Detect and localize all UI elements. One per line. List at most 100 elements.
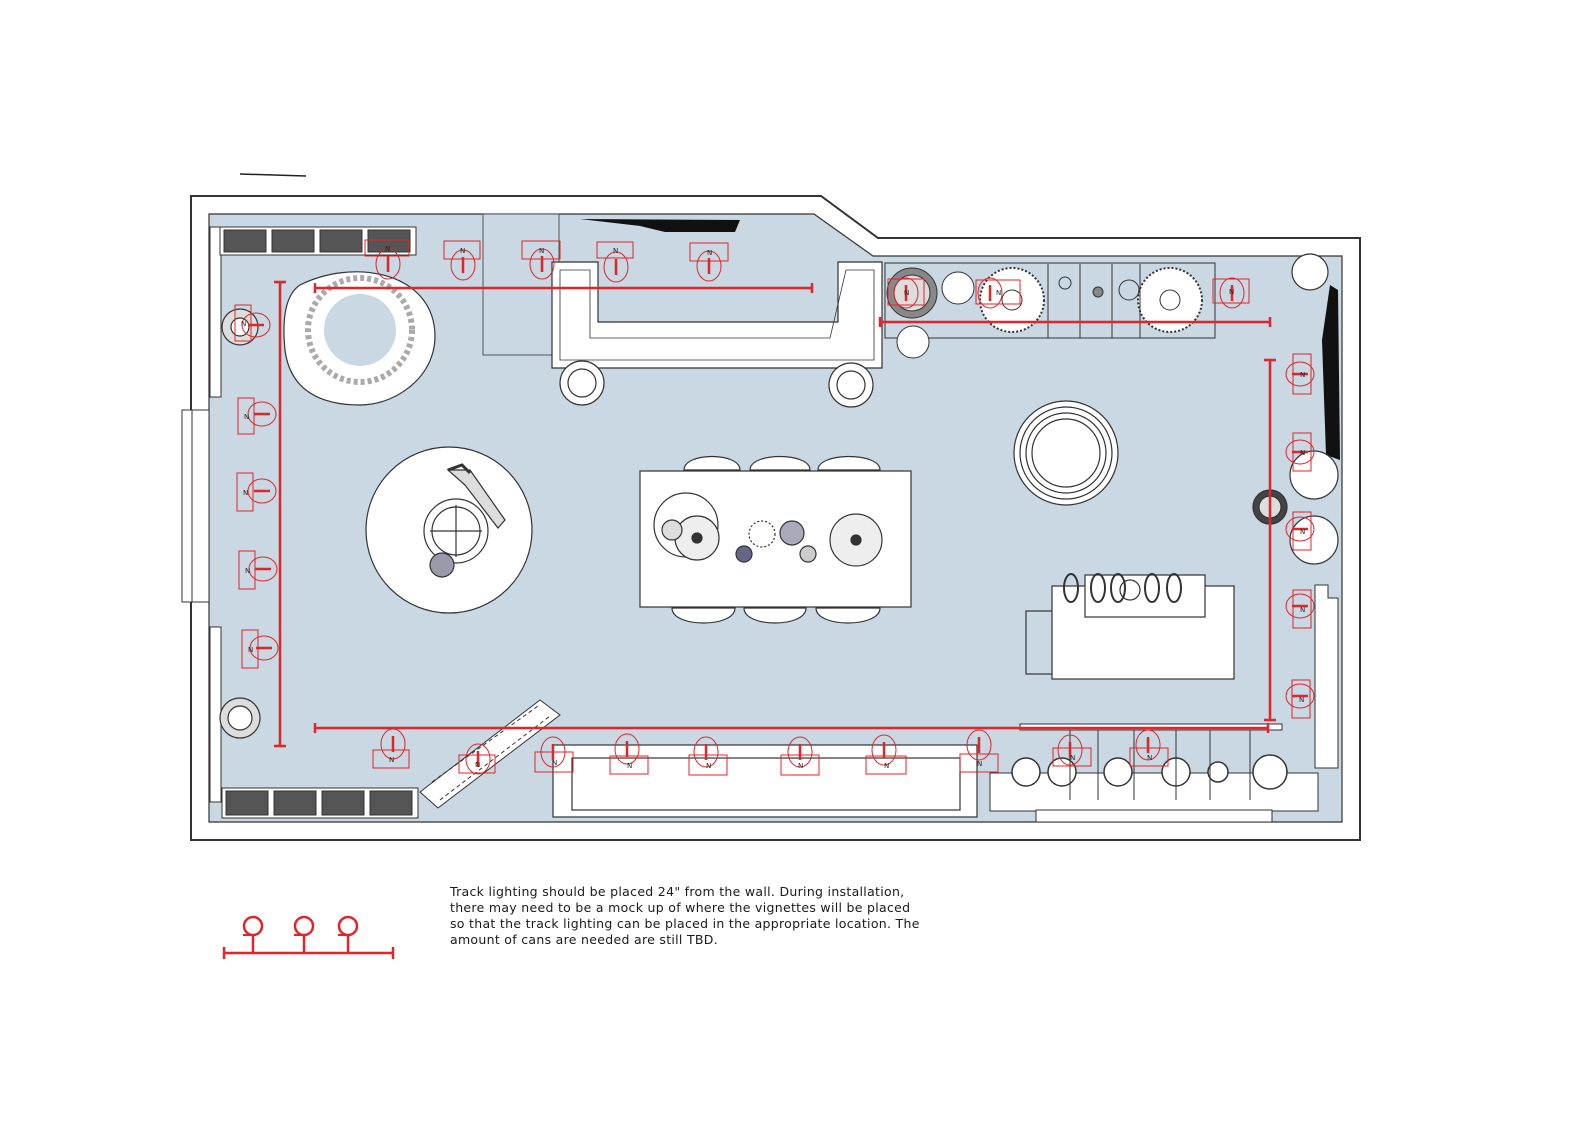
fixture-box [1291, 679, 1311, 719]
fixture-box [236, 472, 254, 512]
fixture-label: N [460, 247, 465, 255]
fixture-label: N [552, 759, 557, 767]
light-fixture: N [521, 240, 561, 280]
fixture-box [1212, 278, 1250, 304]
fixture-box [1292, 589, 1312, 629]
fixture-label: N [1300, 528, 1305, 536]
fixture-can [1057, 734, 1083, 766]
fixture-label: N [1299, 696, 1304, 704]
sectional-sofa-top [551, 261, 883, 408]
light-fixture: N [458, 743, 496, 775]
light-fixture: N [1285, 432, 1315, 472]
light-fixture: N [372, 728, 410, 769]
wall-sculpture-right [1322, 285, 1340, 460]
window-left [181, 409, 193, 603]
note-line-1: Track lighting should be placed 24" from… [450, 884, 905, 899]
fixture-can [696, 250, 722, 282]
light-fixture: N [234, 304, 271, 342]
dining-table [639, 455, 912, 624]
fixture-label: N [248, 646, 253, 654]
left-wall-panel-bottom [209, 626, 222, 803]
fixture-can [603, 251, 629, 283]
legend-can [293, 915, 315, 937]
light-fixture: N [596, 241, 634, 283]
bottom-left-shelves [221, 787, 419, 819]
note-line-3: so that the track lighting can be placed… [450, 916, 920, 931]
light-fixture: N [238, 550, 278, 590]
fixture-can [787, 736, 813, 768]
fixture-label: N [613, 247, 618, 255]
fixture-can [1285, 361, 1315, 387]
fixture-label: N [245, 567, 250, 575]
fixture-label: N [1229, 288, 1234, 296]
light-fixture: N [688, 736, 728, 776]
light-fixture: N [780, 736, 820, 776]
fixture-can [247, 401, 277, 427]
fixture-can [1285, 439, 1315, 465]
fixture-label: N [798, 762, 803, 770]
fixture-box [237, 397, 255, 435]
fixture-box [372, 749, 410, 769]
light-fixture: N [975, 277, 1021, 309]
fixture-label: N [475, 761, 480, 769]
window-left-inner [191, 409, 210, 603]
fixture-can [247, 478, 277, 504]
fixture-label: N [1300, 449, 1305, 457]
light-fixture: N [443, 240, 481, 281]
top-left-shelves [219, 226, 417, 256]
fixture-box [1052, 747, 1092, 767]
fixture-label: N [1300, 371, 1305, 379]
fixture-label: N [707, 249, 712, 257]
light-fixture: N [1129, 729, 1169, 767]
light-fixture: N [689, 242, 729, 282]
fixture-can [248, 556, 278, 582]
fixture-label: N [884, 762, 889, 770]
fixture-box [959, 753, 999, 773]
fixture-can [1285, 683, 1315, 709]
display-unit-right [1025, 573, 1235, 680]
round-table-right [1013, 400, 1119, 506]
fixture-label: N [1300, 606, 1305, 614]
fixture-can [977, 277, 1003, 309]
light-fixture: N [534, 736, 574, 773]
fixture-can [1135, 729, 1161, 761]
light-fixture: N [1285, 589, 1315, 629]
fixture-can [1285, 516, 1315, 542]
round-rug-chair [365, 446, 533, 614]
fixture-label: N [243, 489, 248, 497]
light-fixture: N [236, 472, 277, 512]
fixture-label: N [996, 289, 1001, 297]
fixture-label: N [1070, 754, 1075, 762]
fixture-label: N [389, 756, 394, 764]
fixture-label: N [1147, 754, 1152, 762]
fixture-box [865, 755, 907, 775]
light-fixture: N [1285, 679, 1315, 719]
light-fixture: N [1285, 353, 1315, 395]
fixture-can [540, 736, 566, 768]
fixture-label: N [904, 289, 909, 297]
fixture-label: N [241, 320, 246, 328]
fixture-can [614, 733, 640, 765]
top-right-shelving [884, 262, 1216, 359]
light-fixture: N [364, 239, 410, 280]
light-fixture: N [237, 397, 277, 435]
right-wall-cabinet [1314, 584, 1339, 769]
fixture-can [871, 734, 897, 766]
legend-can [242, 915, 264, 937]
light-fixture: N [1052, 734, 1092, 767]
fixture-can [1219, 277, 1245, 309]
fixture-box [234, 304, 252, 342]
fixture-label: N [706, 762, 711, 770]
light-fixture: N [1285, 511, 1315, 551]
fixture-can [241, 312, 271, 338]
fixture-can [249, 635, 279, 661]
light-fixture: N [1212, 277, 1250, 309]
fixture-box [609, 755, 649, 775]
fixture-can [529, 248, 555, 280]
fixture-can [693, 736, 719, 768]
light-fixture: N [887, 277, 925, 309]
fixture-can [1285, 593, 1315, 619]
rug-top-left [283, 271, 436, 406]
